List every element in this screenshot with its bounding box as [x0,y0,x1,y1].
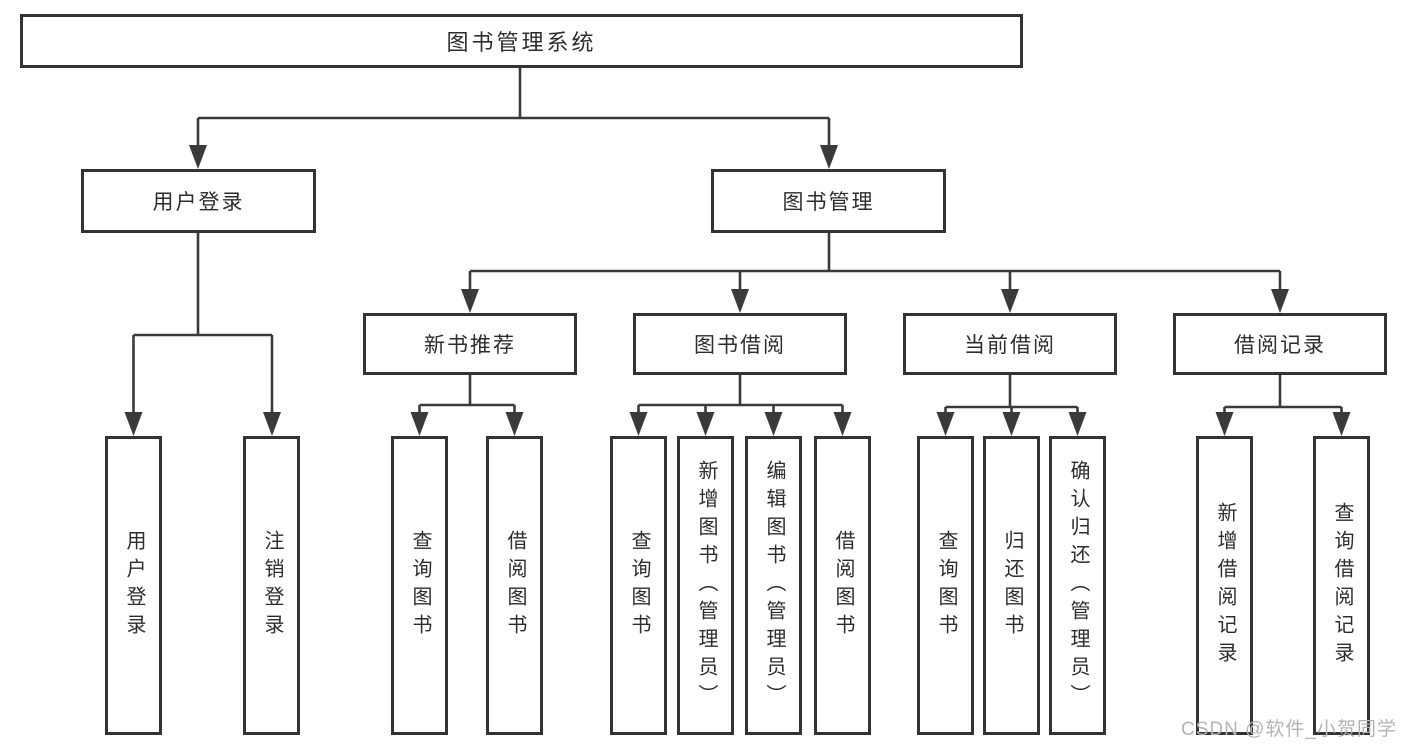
node-borrow-records: 借阅记录 [1173,313,1387,375]
node-label: 图书管理系统 [446,30,597,55]
node-new-book-recommend: 新书推荐 [363,313,577,375]
leaf-query-borrow-record: 查询借阅记录 [1313,436,1370,735]
leaf-user-login: 用户登录 [105,436,162,735]
leaf-label: 确认归还（管理员） [1067,459,1089,712]
leaf-query-books-borrow: 查询图书 [610,436,667,735]
leaf-borrow-books: 借阅图书 [814,436,871,735]
node-label: 新书推荐 [424,334,516,357]
leaf-edit-books-admin: 编辑图书（管理员） [745,436,802,735]
leaf-label: 新增图书（管理员） [695,459,717,712]
node-book-borrow: 图书借阅 [633,313,847,375]
csdn-watermark: CSDN @软件_小贺同学 [1181,719,1397,740]
leaf-label: 借阅图书 [504,529,526,642]
node-label: 当前借阅 [964,334,1056,357]
leaf-label: 编辑图书（管理员） [763,459,785,712]
leaf-return-books: 归还图书 [983,436,1040,735]
leaf-query-books-current: 查询图书 [917,436,974,735]
node-label: 图书管理 [782,191,875,214]
leaf-label: 查询图书 [935,529,957,642]
leaf-label: 借阅图书 [832,529,854,642]
leaf-label: 查询图书 [628,529,650,642]
leaf-add-borrow-record: 新增借阅记录 [1196,436,1253,735]
leaf-label: 用户登录 [123,529,145,642]
leaf-add-books-admin: 新增图书（管理员） [677,436,734,735]
node-library-system: 图书管理系统 [20,14,1023,68]
leaf-label: 新增借阅记录 [1214,501,1236,670]
leaf-borrow-books-recommend: 借阅图书 [486,436,543,735]
node-label: 图书借阅 [694,334,786,357]
node-book-management: 图书管理 [711,169,946,233]
node-current-borrow: 当前借阅 [903,313,1117,375]
leaf-query-books-recommend: 查询图书 [391,436,448,735]
node-label: 借阅记录 [1234,334,1326,357]
node-user-login: 用户登录 [81,169,316,233]
leaf-logout: 注销登录 [243,436,300,735]
leaf-label: 查询图书 [409,529,431,642]
leaf-label: 归还图书 [1001,529,1023,642]
leaf-label: 查询借阅记录 [1331,501,1353,670]
leaf-label: 注销登录 [261,529,283,642]
leaf-confirm-return-admin: 确认归还（管理员） [1049,436,1106,735]
node-label: 用户登录 [152,191,245,214]
